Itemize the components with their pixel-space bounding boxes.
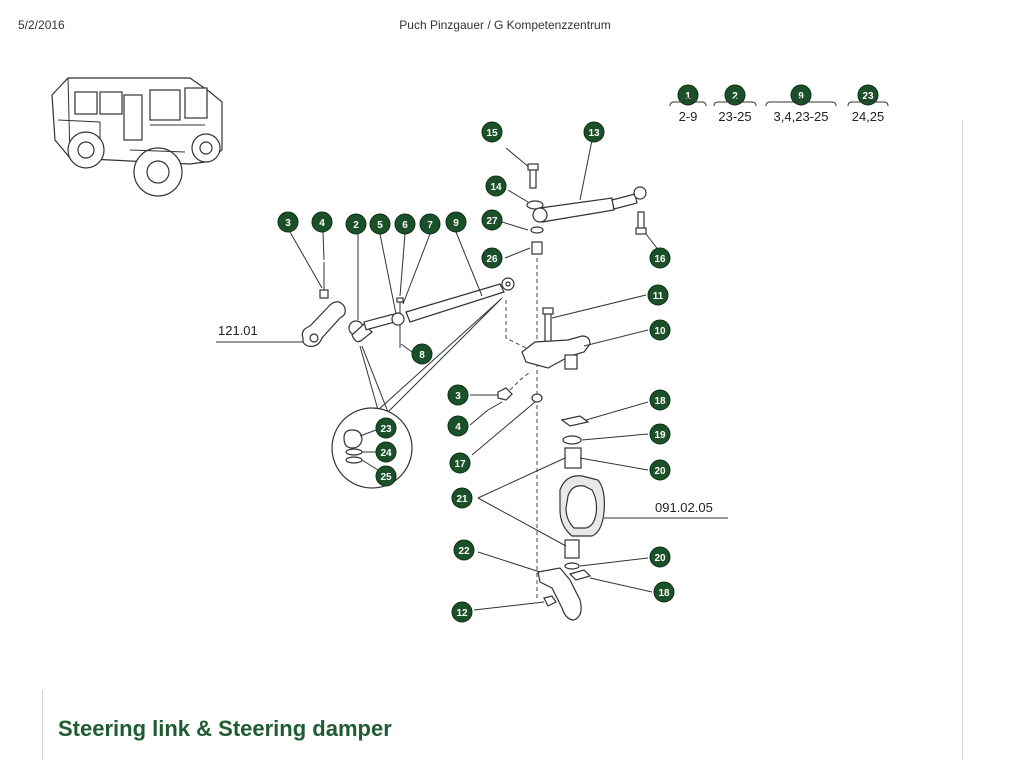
svg-text:3: 3 bbox=[455, 391, 461, 402]
callout-20a: 20 bbox=[649, 459, 671, 481]
callout-21: 21 bbox=[451, 487, 473, 509]
callout-16: 16 bbox=[649, 247, 671, 269]
callout-5: 5 bbox=[369, 213, 391, 235]
callout-19: 19 bbox=[649, 423, 671, 445]
steering-link-left-assembly bbox=[289, 231, 515, 413]
svg-text:7: 7 bbox=[427, 220, 433, 231]
legend-item-9: 9 3,4,23-25 bbox=[765, 84, 837, 124]
callout-14: 14 bbox=[485, 175, 507, 197]
svg-text:18: 18 bbox=[654, 396, 666, 407]
callout-3a: 3 bbox=[277, 211, 299, 233]
callout-27: 27 bbox=[481, 209, 503, 231]
svg-text:24: 24 bbox=[380, 448, 392, 459]
svg-text:10: 10 bbox=[654, 326, 666, 337]
callout-8: 8 bbox=[411, 343, 433, 365]
callout-26: 26 bbox=[481, 247, 503, 269]
svg-text:12: 12 bbox=[456, 608, 468, 619]
legend-range-1: 2-9 bbox=[679, 109, 698, 124]
svg-text:15: 15 bbox=[486, 128, 498, 139]
callout-6: 6 bbox=[394, 213, 416, 235]
svg-text:17: 17 bbox=[454, 459, 466, 470]
callout-15: 15 bbox=[481, 121, 503, 143]
svg-text:19: 19 bbox=[654, 430, 666, 441]
svg-text:2: 2 bbox=[353, 220, 359, 231]
svg-text:3: 3 bbox=[285, 218, 291, 229]
callout-3b: 3 bbox=[447, 384, 469, 406]
callout-9: 9 bbox=[445, 211, 467, 233]
svg-text:27: 27 bbox=[486, 216, 498, 227]
ball-joint-detail bbox=[331, 407, 413, 489]
svg-text:6: 6 bbox=[402, 220, 408, 231]
svg-text:23: 23 bbox=[380, 424, 392, 435]
ref-091-02-05-label: 091.02.05 bbox=[655, 500, 713, 515]
svg-text:20: 20 bbox=[654, 466, 666, 477]
legend-badge-23: 23 bbox=[862, 91, 874, 102]
svg-text:21: 21 bbox=[456, 494, 468, 505]
reference-091-02-05: 091.02.05 bbox=[655, 500, 713, 515]
svg-text:26: 26 bbox=[486, 254, 498, 265]
callout-4a: 4 bbox=[311, 211, 333, 233]
svg-text:13: 13 bbox=[588, 128, 600, 139]
callout-20b: 20 bbox=[649, 546, 671, 568]
legend-badge-1: 1 bbox=[685, 91, 691, 102]
header-date: 5/2/2016 bbox=[18, 18, 65, 32]
svg-text:11: 11 bbox=[653, 291, 664, 302]
ref-121-01-label: 121.01 bbox=[218, 323, 258, 338]
svg-text:4: 4 bbox=[455, 422, 461, 433]
svg-text:4: 4 bbox=[319, 218, 325, 229]
svg-text:22: 22 bbox=[458, 546, 470, 557]
page-caption: Steering link & Steering damper bbox=[58, 716, 392, 741]
vehicle-thumbnail bbox=[51, 77, 223, 197]
page-edge-line-left bbox=[42, 690, 43, 760]
svg-text:5: 5 bbox=[377, 220, 383, 231]
legend-range-2: 23-25 bbox=[718, 109, 751, 124]
page-edge-line bbox=[962, 120, 963, 760]
legend-item-23: 23 24,25 bbox=[847, 84, 889, 124]
svg-text:8: 8 bbox=[419, 350, 425, 361]
callout-25: 25 bbox=[375, 465, 397, 487]
callout-11: 11 bbox=[647, 284, 669, 306]
svg-text:18: 18 bbox=[658, 588, 670, 599]
callout-23: 23 bbox=[375, 417, 397, 439]
callout-18b: 18 bbox=[653, 581, 675, 603]
callout-4b: 4 bbox=[447, 415, 469, 437]
callout-13: 13 bbox=[583, 121, 605, 143]
svg-text:16: 16 bbox=[654, 254, 666, 265]
svg-text:20: 20 bbox=[654, 553, 666, 564]
callout-12: 12 bbox=[451, 601, 473, 623]
callout-7: 7 bbox=[419, 213, 441, 235]
header-title: Puch Pinzgauer / G Kompetenzzentrum bbox=[399, 18, 611, 32]
svg-text:14: 14 bbox=[490, 182, 502, 193]
reference-121-01: 121.01 bbox=[216, 323, 304, 343]
legend-range-23: 24,25 bbox=[852, 109, 885, 124]
svg-text:25: 25 bbox=[380, 472, 392, 483]
callout-24: 24 bbox=[375, 441, 397, 463]
callout-22: 22 bbox=[453, 539, 475, 561]
steering-damper-assembly bbox=[469, 139, 728, 621]
callout-18a: 18 bbox=[649, 389, 671, 411]
legend-item-2: 2 23-25 bbox=[713, 84, 757, 124]
callout-10: 10 bbox=[649, 319, 671, 341]
svg-text:9: 9 bbox=[453, 218, 459, 229]
callout-17: 17 bbox=[449, 452, 471, 474]
legend-badge-2: 2 bbox=[732, 91, 738, 102]
legend-item-1: 1 2-9 bbox=[669, 84, 707, 124]
callout-2: 2 bbox=[345, 213, 367, 235]
legend-badge-9: 9 bbox=[798, 91, 804, 102]
legend-range-9: 3,4,23-25 bbox=[774, 109, 829, 124]
